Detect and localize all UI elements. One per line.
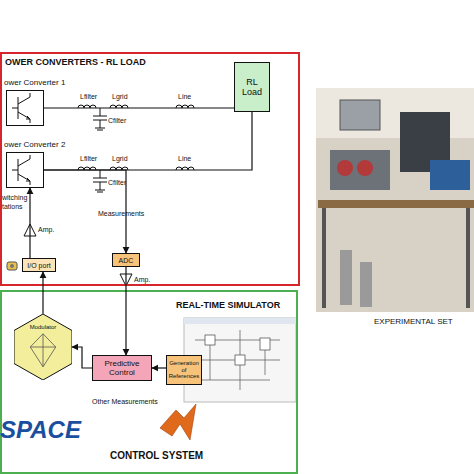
inductor-coil (337, 160, 353, 176)
annotation-label: Cfilter (108, 179, 126, 186)
matlab-logo (160, 404, 196, 440)
io-icon (7, 262, 17, 270)
annotation-label: Lfilter (80, 93, 97, 100)
annotation-label: REAL-TIME SIMULATOR (176, 301, 280, 310)
block-box: ADC (112, 253, 140, 267)
power-wire (44, 107, 234, 108)
signal-arrow (72, 347, 92, 368)
annotation-label: Line (178, 93, 191, 100)
node-text: Predictive Control (95, 360, 149, 378)
signal-arrow (42, 272, 43, 314)
annotation-label: EXPERIMENTAL SET (374, 318, 453, 326)
annotation-label: witching (2, 194, 27, 201)
table-leg (466, 208, 470, 308)
block-box: OWER CONVERTERS - RL LOAD ower Converter … (0, 52, 300, 286)
table-top (318, 200, 474, 208)
node-text: CONTROL SYSTEM (110, 450, 203, 461)
switch-symbols (12, 93, 30, 185)
annotation-label: Amp. (38, 226, 54, 233)
inductor-coil (357, 160, 373, 176)
schematic-block (260, 338, 270, 350)
node-text: OWER CONVERTERS - RL LOAD (5, 58, 146, 68)
signal-arrow (125, 267, 126, 355)
modulator-hexagon: Modulator (14, 314, 72, 380)
annotation-label: SPACE (0, 418, 81, 442)
amplifier-symbol (24, 224, 36, 236)
io-icon-dot (10, 264, 14, 268)
signal-arrow (44, 170, 126, 253)
node-text: I/O port (23, 262, 55, 270)
io-icon-body (7, 262, 17, 270)
space-vector-star (30, 334, 56, 367)
annotation-label: Other Measurements (92, 398, 158, 405)
annotation-label: Lgrid (112, 93, 128, 100)
schematic-block (235, 355, 245, 365)
block-box: CONTROL SYSTEM ModulatorPredictive Contro… (0, 290, 298, 474)
schematic-wires (195, 330, 280, 390)
block-box: ower Converter 1 (6, 90, 44, 126)
experimental-photo (316, 88, 474, 312)
hexagon-shape (14, 314, 72, 380)
power-wire (44, 112, 252, 170)
inductor-symbol (78, 167, 96, 170)
igbt-symbol (12, 155, 30, 185)
node-text: RL Load (237, 78, 267, 98)
block-box: ower Converter 2 (6, 152, 44, 188)
screenshot-toolbar (184, 318, 296, 324)
table-leg (322, 208, 326, 308)
inductor-symbol (78, 105, 96, 108)
inductor-symbol (176, 167, 194, 170)
signal-arrow (29, 188, 30, 258)
annotation-label: Amp. (134, 276, 150, 283)
capacitor-symbols (93, 108, 107, 192)
laptop-screen (430, 160, 470, 190)
annotation-label: Lfilter (80, 155, 97, 162)
node-text: ower Converter 1 (4, 79, 65, 88)
signal-arrow (152, 367, 166, 368)
annotation-label: tations (2, 203, 23, 210)
igbt-symbol (12, 93, 30, 123)
load-cylinder (340, 250, 352, 305)
load-cylinder (360, 262, 372, 307)
node-text: Modulator (14, 324, 72, 331)
schematic-block (205, 335, 215, 345)
inductor-symbol (110, 167, 128, 170)
block-box: RL Load (234, 62, 270, 112)
block-box: Predictive Control (92, 355, 152, 381)
annotation-label: Cfilter (108, 117, 126, 124)
node-text: ADC (113, 257, 139, 265)
matlab-membrane (160, 404, 196, 440)
equipment (330, 150, 390, 190)
node-text: Generation of References (168, 360, 200, 380)
inductor-symbol (176, 105, 194, 108)
annotation-label: Measurements (98, 210, 144, 217)
photo-background (316, 88, 474, 312)
instrument (340, 100, 380, 130)
photo-wall (316, 88, 474, 138)
capacitor-symbol (93, 170, 107, 192)
block-box: Generation of References (166, 355, 202, 385)
annotation-label: Lgrid (112, 155, 128, 162)
inductor-symbol (110, 105, 128, 108)
block-box: I/O port (22, 258, 56, 272)
inductor-symbols (78, 105, 194, 170)
capacitor-symbol (93, 108, 107, 130)
hexagon-outline (14, 314, 72, 380)
node-text: ower Converter 2 (4, 141, 65, 150)
annotation-label: Line (178, 155, 191, 162)
